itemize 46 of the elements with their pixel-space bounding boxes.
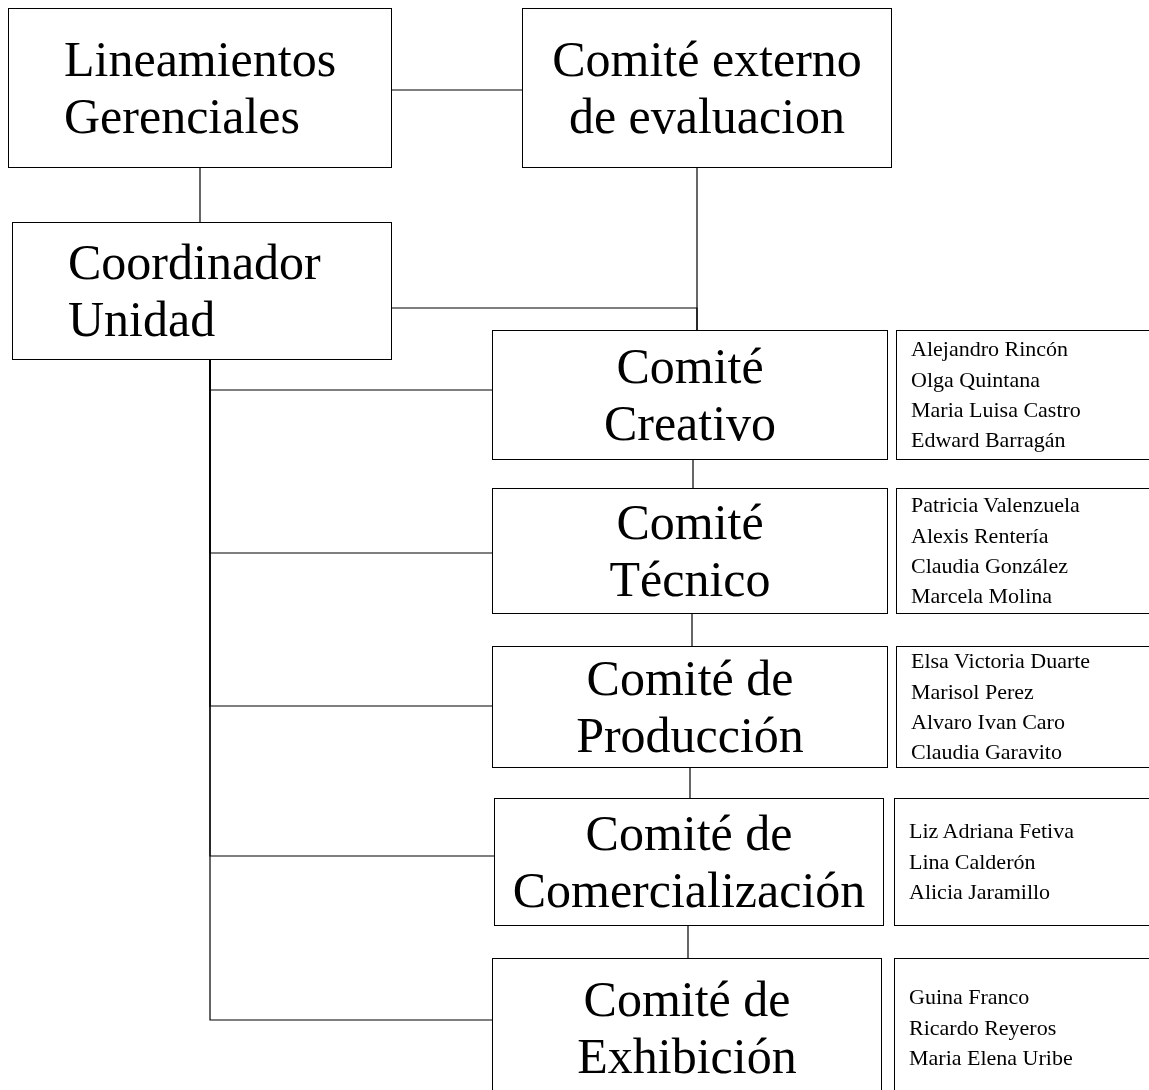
org-box [12, 222, 392, 360]
member-name: Guina Franco [909, 983, 1030, 1012]
org-box [492, 330, 888, 460]
member-name: Patricia Valenzuela [911, 491, 1080, 520]
member-list-box [894, 958, 1149, 1090]
connector-line [691, 613, 693, 647]
member-list-box [896, 488, 1149, 614]
unit-title: Comité Creativo [602, 337, 778, 453]
member-name: Claudia Garavito [911, 738, 1062, 767]
connector-line [199, 167, 201, 223]
member-name: Marisol Perez [911, 677, 1034, 706]
unit-title: Comité externo de evaluacion [551, 30, 863, 146]
unit-title: Comité de Exhibición [576, 970, 798, 1086]
unit-title: Comité Técnico [608, 493, 772, 609]
unit-title: Coordinador Unidad [68, 233, 322, 349]
member-name: Edward Barragán [911, 426, 1066, 455]
member-name: Lina Calderón [909, 847, 1036, 876]
member-name: Marcela Molina [911, 582, 1053, 611]
org-box [494, 798, 884, 926]
connector-line [689, 767, 691, 799]
member-list-box [896, 330, 1149, 460]
unit-title: Comité de Producción [575, 649, 805, 765]
connector-line [692, 459, 694, 489]
member-name: Claudia González [911, 552, 1068, 580]
org-box [522, 8, 892, 168]
connector-line [687, 925, 689, 959]
unit-title: Lineamientos Gerenciales [64, 30, 338, 146]
connector-line [391, 89, 523, 91]
member-name: Liz Adriana Fetiva [909, 817, 1074, 846]
member-name: Alexis Rentería [911, 521, 1049, 550]
member-list-box [894, 798, 1149, 926]
member-name: Alvaro Ivan Caro [911, 708, 1065, 736]
member-name: Olga Quintana [911, 365, 1040, 394]
member-name: Alejandro Rincón [911, 335, 1069, 364]
org-box [492, 958, 882, 1090]
unit-title: Comité de Comercialización [511, 804, 867, 920]
org-box [8, 8, 392, 168]
connector-line [391, 307, 698, 331]
org-box [492, 488, 888, 614]
member-name: Elsa Victoria Duarte [911, 647, 1091, 676]
member-name: Maria Luisa Castro [911, 396, 1081, 424]
org-box [492, 646, 888, 768]
member-list-box [896, 646, 1149, 768]
member-name: Ricardo Reyeros [909, 1013, 1057, 1042]
member-name: Alicia Jaramillo [909, 878, 1051, 907]
member-name: Maria Elena Uribe [909, 1044, 1073, 1073]
